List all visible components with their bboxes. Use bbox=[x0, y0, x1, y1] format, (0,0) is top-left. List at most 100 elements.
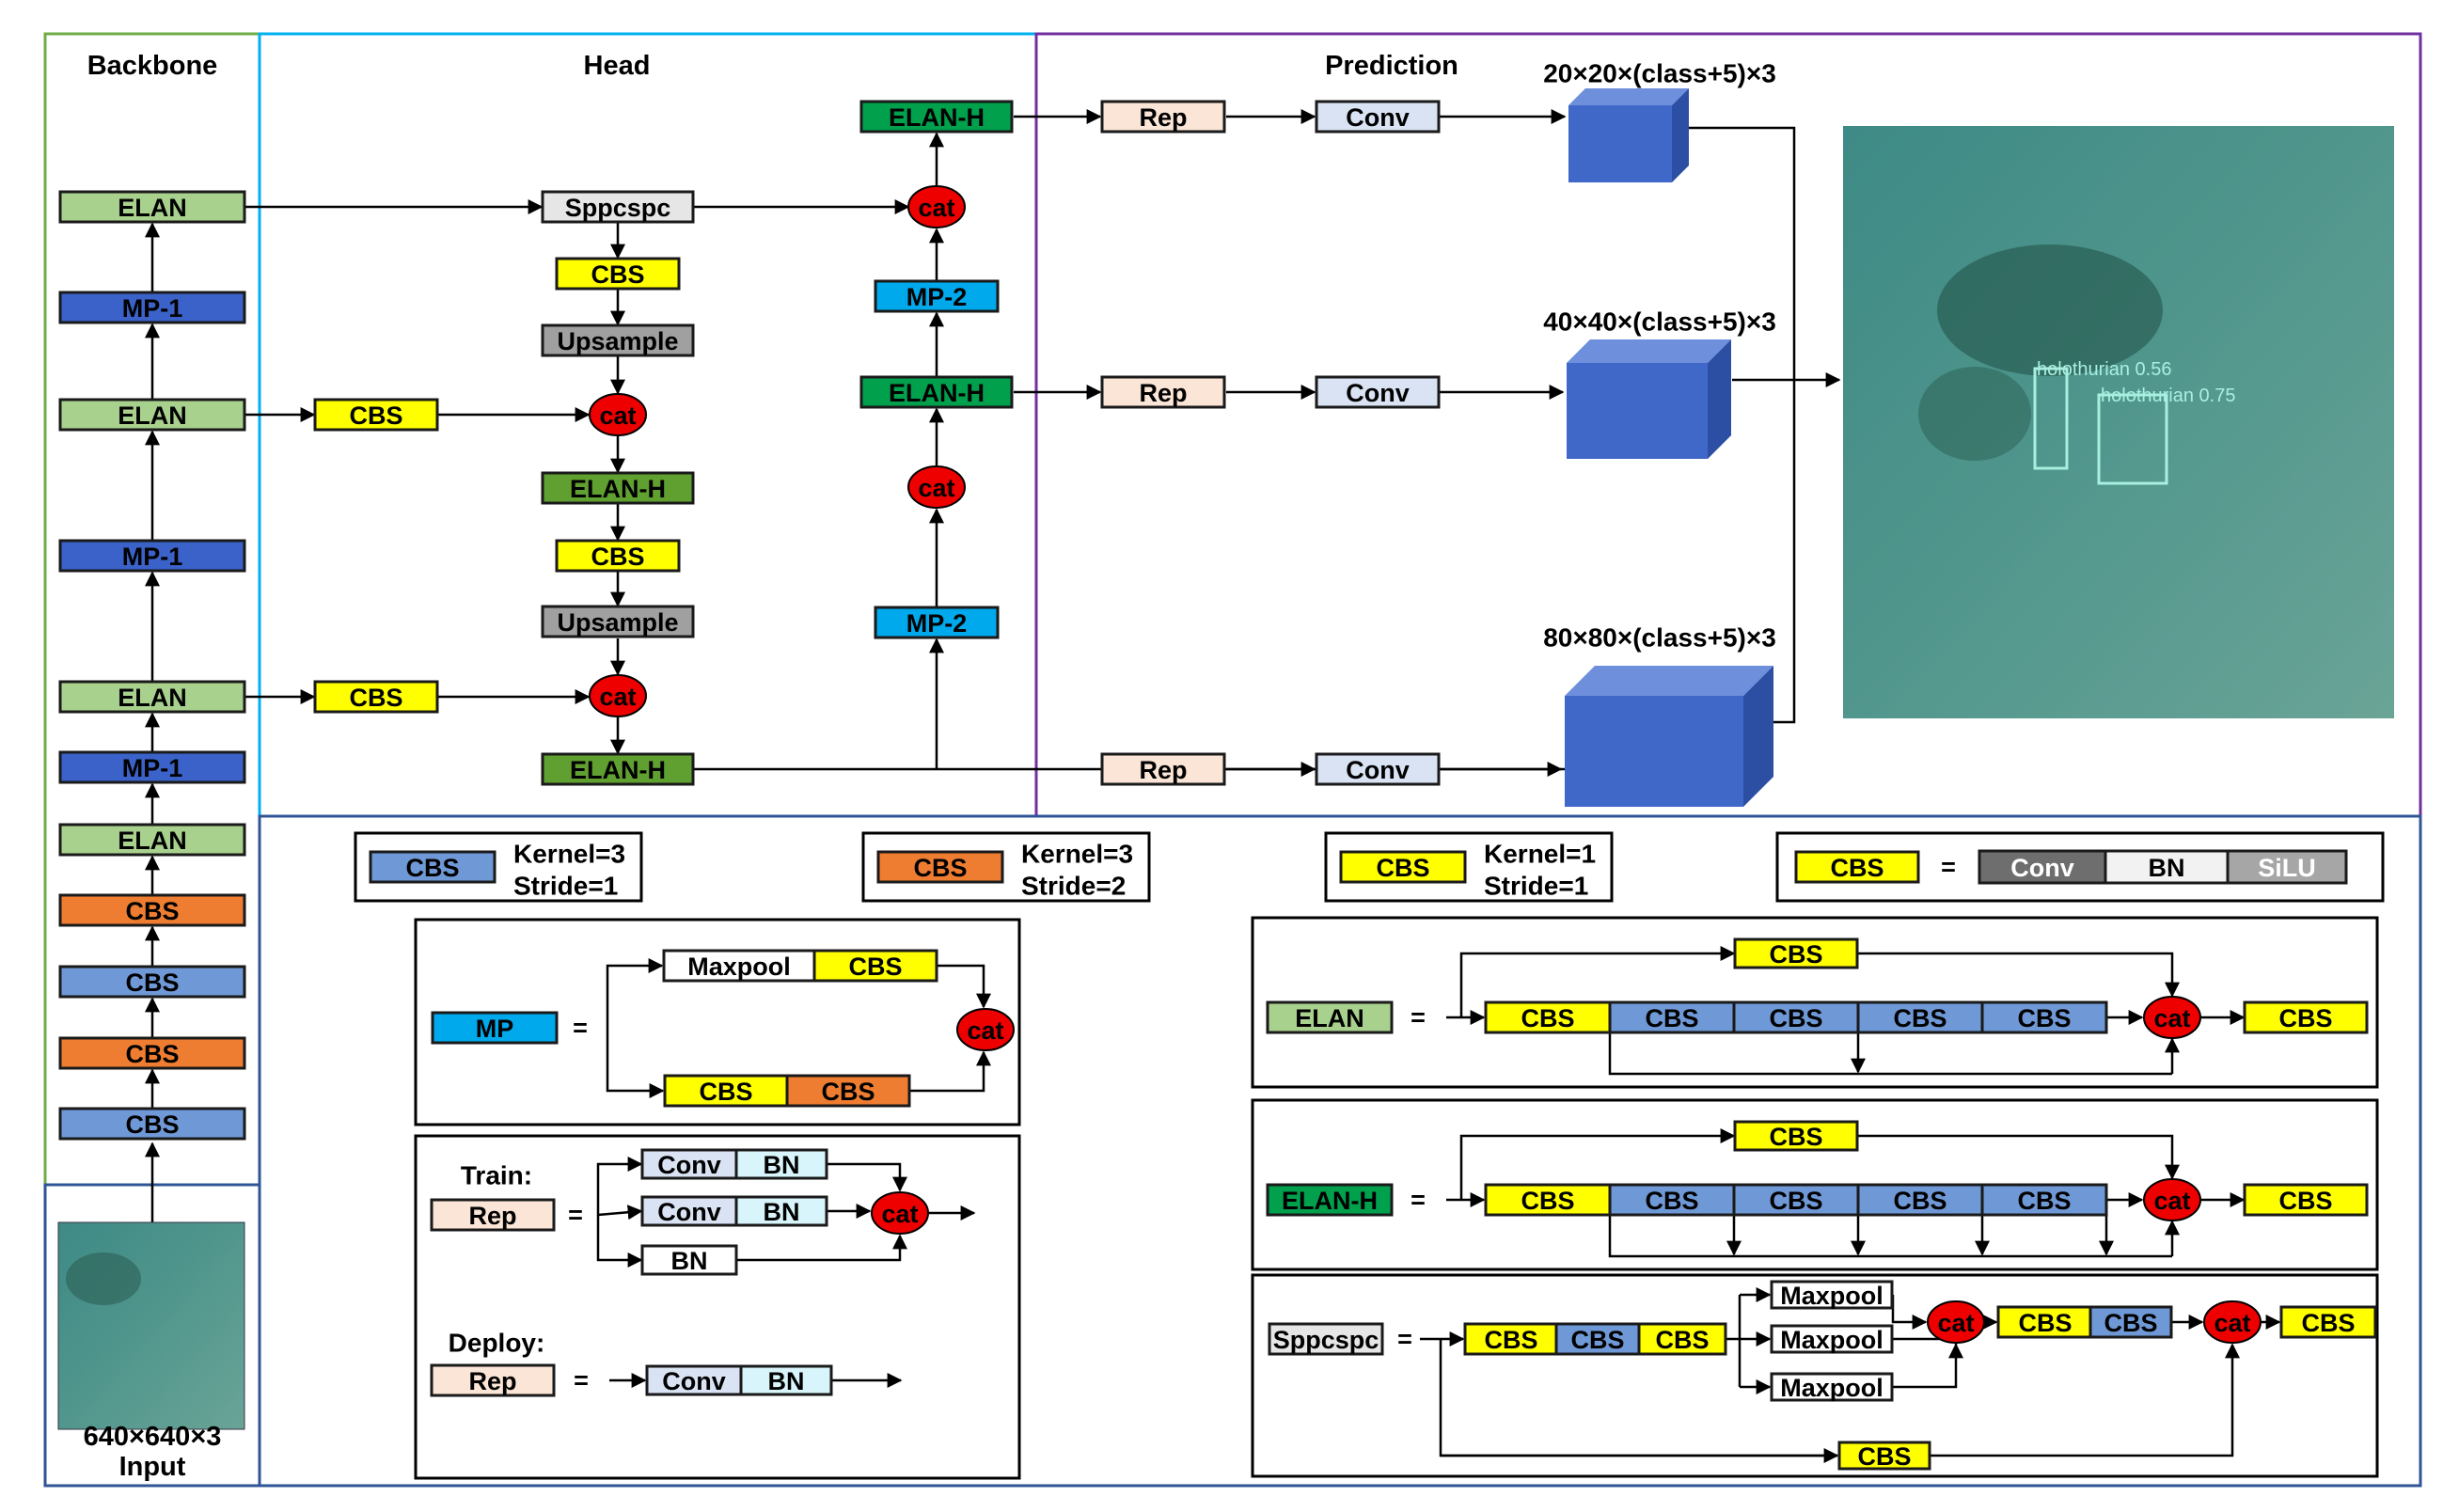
backbone-cbs-3-box bbox=[58, 893, 246, 927]
legend-sppcspc-cbs-2-box bbox=[1554, 1322, 1641, 1356]
legend-sppcspc-cbs-bottom-box bbox=[1837, 1441, 1931, 1471]
legend-rep-conv-2-box bbox=[640, 1195, 738, 1227]
legend-elan-h-cbs-blue-2-box bbox=[1856, 1183, 1984, 1217]
legend-sppcspc-cbs-out-label: CBS bbox=[2301, 1309, 2355, 1337]
legend-rep-bn-1-label: BN bbox=[764, 1151, 800, 1179]
output-cube-80-front bbox=[1565, 696, 1743, 807]
legend-elan-cbs-blue-1-label: CBS bbox=[1769, 1004, 1822, 1032]
legend-elan-h-equals: = bbox=[1411, 1186, 1426, 1214]
legend-mp-arrow-top bbox=[606, 958, 664, 1028]
legend-mp-cbs-bottom-2-box bbox=[785, 1074, 911, 1108]
legend-cbs-def-conv-label: Conv bbox=[2010, 854, 2074, 882]
backbone-elan-4-box bbox=[58, 823, 246, 857]
legend-sppcspc-arrow-mp1-cat bbox=[1891, 1295, 1928, 1330]
legend-sppcspc-name-label: Sppcspc bbox=[1273, 1326, 1379, 1354]
legend-elan-h-name-label: ELAN-H bbox=[1282, 1187, 1378, 1215]
output-size-label-0: 20×20×(class+5)×3 bbox=[1543, 59, 1776, 88]
output-cube-40-front bbox=[1567, 363, 1708, 459]
legend-mp-arrow-bottom bbox=[606, 1028, 665, 1098]
legend-mp-cat-node bbox=[956, 1008, 1015, 1051]
head-cbs-1-box bbox=[555, 257, 681, 291]
output-cube-80-top bbox=[1565, 666, 1773, 696]
legend-mp-cbs-top-label: CBS bbox=[848, 953, 902, 981]
input-image-rock bbox=[66, 1252, 141, 1305]
legend-rep-equals-2: = bbox=[574, 1366, 589, 1394]
legend-elan-bottom-bus bbox=[1608, 1032, 2172, 1076]
head-sppcspc-label: Sppcspc bbox=[565, 194, 671, 222]
head-upsample-2-label: Upsample bbox=[557, 608, 678, 637]
legend-k3s2-frame bbox=[861, 831, 1151, 903]
legend-k1s1-cbs-box bbox=[1339, 850, 1467, 884]
legend-cbs-def-frame bbox=[1775, 831, 2385, 903]
legend-sppcspc-cbs-bottom-label: CBS bbox=[1857, 1442, 1911, 1471]
pred-conv-2-label: Conv bbox=[1346, 756, 1410, 784]
legend-rep-name-train-box bbox=[430, 1198, 556, 1232]
head-cat-1-node bbox=[589, 393, 647, 436]
legend-sppcspc-cat-2-node bbox=[2203, 1300, 2262, 1344]
legend-rep-conv-1-label: Conv bbox=[657, 1151, 721, 1179]
head-elan-h-1-label: ELAN-H bbox=[570, 475, 666, 503]
legend-sppcspc-cat-1-node bbox=[1927, 1300, 1985, 1344]
result-image-rock bbox=[1918, 367, 2031, 461]
legend-k1s1-kernel: Kernel=1 bbox=[1484, 840, 1596, 869]
legend-k3s1-cbs-box bbox=[369, 850, 496, 884]
legend-rep-cat-node bbox=[871, 1191, 929, 1235]
legend-mp-name-box bbox=[431, 1011, 559, 1045]
legend-sppcspc-cbs-1-label: CBS bbox=[1484, 1326, 1537, 1354]
legend-sppcspc-cbs-3-label: CBS bbox=[1655, 1326, 1709, 1354]
pred-conv-0-box bbox=[1315, 100, 1441, 134]
input-image bbox=[57, 1221, 245, 1430]
legend-mp-equals: = bbox=[573, 1014, 588, 1042]
legend-elan-name-label: ELAN bbox=[1295, 1004, 1364, 1032]
head-elan-h-top-box bbox=[859, 100, 1014, 134]
backbone-elan-10-box bbox=[58, 190, 246, 224]
backbone-cbs-2-box bbox=[58, 965, 246, 999]
legend-mp-frame bbox=[414, 918, 1021, 1126]
legend-elan-cbs-out-label: CBS bbox=[2278, 1004, 2332, 1032]
legend-rep-equals-1: = bbox=[568, 1201, 583, 1229]
legend-elan-h-cbs-top-label: CBS bbox=[1769, 1123, 1822, 1151]
legend-k3s2-stride: Stride=2 bbox=[1021, 872, 1126, 901]
legend-elan-cbs-blue-3-label: CBS bbox=[2017, 1004, 2071, 1032]
head-cbs-2-label: CBS bbox=[591, 543, 644, 571]
backbone-elan-8-box bbox=[58, 398, 246, 432]
legend-mp-arrow-cat-top bbox=[938, 964, 991, 1009]
legend-k1s1-stride: Stride=1 bbox=[1484, 872, 1588, 901]
legend-elan-h-cat-node bbox=[2143, 1178, 2201, 1221]
legend-sppcspc-equals: = bbox=[1397, 1325, 1412, 1353]
legend-k3s1-frame bbox=[354, 831, 643, 903]
legend-cbs-def-cbs-box bbox=[1794, 850, 1920, 884]
pred-rep-2-label: Rep bbox=[1139, 756, 1187, 784]
head-upsample-1-label: Upsample bbox=[557, 327, 678, 355]
backbone-elan-8-label: ELAN bbox=[118, 402, 187, 430]
legend-sppcspc-name-box bbox=[1268, 1322, 1384, 1356]
legend-elan-h-cbs-blue-1-label: CBS bbox=[1769, 1187, 1822, 1215]
output-cube-40-top bbox=[1567, 339, 1731, 363]
pred-rep-0-box bbox=[1100, 100, 1226, 134]
head-elan-h-top-label: ELAN-H bbox=[889, 103, 985, 132]
head-mp2-2-box bbox=[874, 606, 1000, 639]
legend-elan-cbs-blue-0-label: CBS bbox=[1645, 1004, 1698, 1032]
head-title: Head bbox=[584, 51, 651, 81]
legend-elan-h-cat-label: cat bbox=[2153, 1187, 2190, 1215]
detection-box-2 bbox=[2097, 393, 2168, 485]
legend-cbs-def-equals: = bbox=[1941, 853, 1956, 881]
legend-mp-arrow-cat-bottom bbox=[910, 1050, 991, 1093]
legend-rep-arrow-cat-3 bbox=[737, 1234, 907, 1262]
head-side-cbs-2-label: CBS bbox=[349, 684, 402, 712]
legend-elan-arrow-top-out bbox=[1858, 952, 2180, 998]
legend-rep-bn-3-box bbox=[640, 1244, 738, 1276]
legend-k3s1-kernel: Kernel=3 bbox=[513, 840, 625, 869]
legend-sppcspc-maxpool-3-box bbox=[1770, 1372, 1894, 1402]
legend-sppcspc-arrow-skip-cat bbox=[1931, 1343, 2240, 1457]
pred-conv-1-label: Conv bbox=[1346, 379, 1410, 407]
backbone-mp-1-9-label: MP-1 bbox=[122, 294, 183, 323]
legend-cbs-def-bn-label: BN bbox=[2149, 854, 2185, 882]
backbone-mp-1-7-box bbox=[58, 539, 246, 573]
legend-rep-conv-2-label: Conv bbox=[657, 1198, 721, 1226]
head-elan-h-mid-box bbox=[859, 375, 1014, 409]
backbone-mp-1-5-label: MP-1 bbox=[122, 754, 183, 782]
legend-elan-cat-node bbox=[2143, 996, 2201, 1039]
legend-mp-cbs-top-box bbox=[812, 949, 938, 983]
